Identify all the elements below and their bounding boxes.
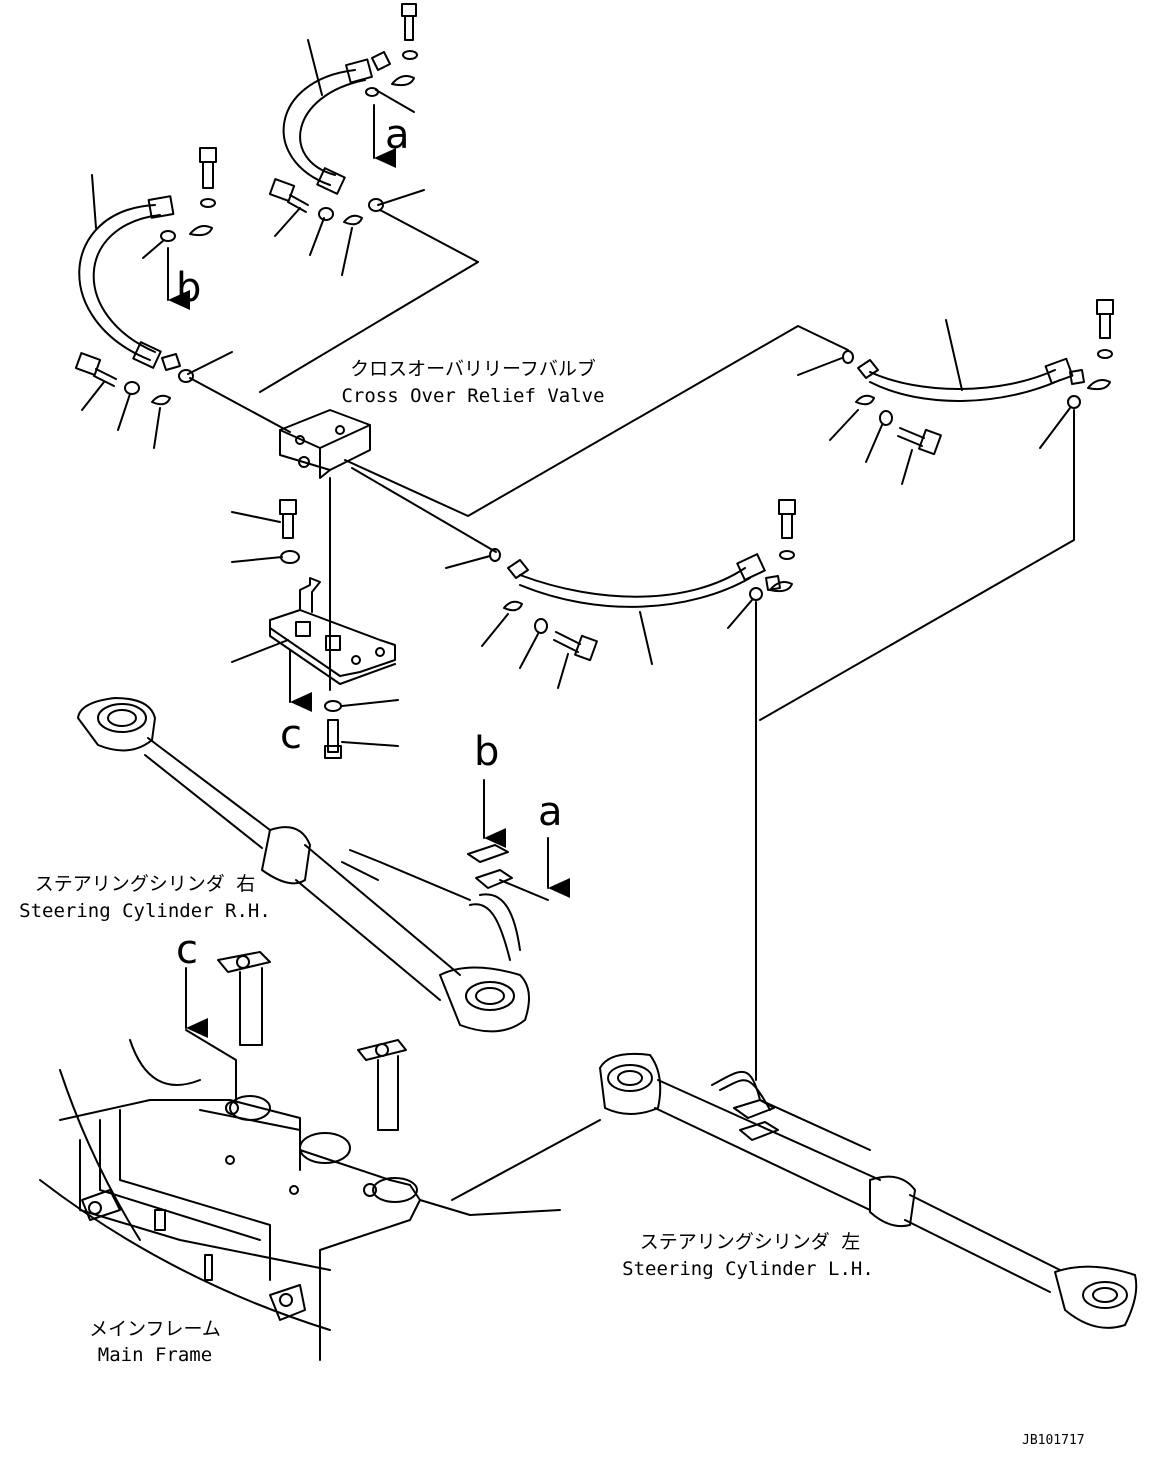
cylinder-lh-label-jp: ステアリングシリンダ 左 — [639, 1231, 861, 1253]
bracket-bolt-top — [279, 499, 300, 564]
leader-rl2 — [639, 611, 653, 665]
leader-rl3 — [727, 599, 753, 629]
line-ru-down — [759, 409, 1075, 721]
line-valve-right — [344, 325, 849, 517]
ref-letter-c-top: c — [280, 712, 302, 758]
cylinder-rh-label-jp: ステアリングシリンダ 右 — [34, 873, 256, 895]
relief-valve-label-en: Cross Over Relief Valve — [341, 385, 605, 407]
line-valve-a — [259, 209, 479, 393]
hose-right-lower — [507, 553, 781, 608]
bolt-top-a — [391, 3, 418, 87]
pin-right — [357, 1039, 407, 1131]
bolt-right-upper — [1087, 299, 1114, 391]
bolt-right-lower — [769, 499, 796, 593]
bolt-set-ru — [855, 394, 942, 456]
pin-c-left — [217, 951, 271, 1046]
leader-b2 — [142, 239, 165, 259]
ref-letter-a-bottom: a — [538, 789, 563, 835]
main-frame-label-en: Main Frame — [97, 1344, 213, 1366]
port-lh — [733, 1099, 779, 1141]
o-ring-a2 — [368, 198, 384, 212]
o-ring-b2 — [178, 369, 194, 383]
bracket-bolt-bottom — [324, 700, 342, 759]
leader-b1 — [91, 174, 97, 229]
leaders-ru-bolts — [829, 409, 913, 485]
hose-right-upper — [857, 357, 1085, 402]
leader-c2 — [231, 556, 283, 563]
ref-letter-b-bottom: b — [474, 729, 500, 775]
leader-c3 — [231, 639, 289, 663]
leader-ru2 — [945, 319, 963, 391]
leader-ru1 — [797, 357, 843, 376]
leaders-rl-bolts — [481, 613, 569, 689]
leader-rl1 — [445, 555, 491, 569]
bolt-set-b — [74, 352, 171, 406]
o-ring-rl2 — [749, 587, 763, 601]
leader-a1 — [307, 39, 323, 96]
leaders-a-bolts — [274, 207, 353, 276]
leader-b3 — [187, 351, 233, 375]
leader-c4 — [341, 699, 399, 707]
relief-valve-label-jp: クロスオーバリリーフバルブ — [350, 358, 596, 380]
steering-cylinder-lh — [599, 1052, 1138, 1329]
relief-valve-block — [279, 409, 371, 479]
steering-cylinder-rh — [77, 697, 530, 1033]
hose-left-b — [78, 195, 181, 371]
drawing-code: JB101717 — [1022, 1433, 1085, 1448]
o-ring-ru2 — [1067, 395, 1081, 409]
bolt-set-a — [268, 178, 363, 226]
leader-ru3 — [1039, 407, 1071, 449]
leader-a2 — [375, 89, 415, 113]
leader-a3 — [377, 189, 425, 206]
line-lh-frame — [451, 1119, 601, 1201]
main-frame — [39, 1039, 561, 1361]
ref-letter-a-top: a — [385, 112, 410, 158]
leader-c5 — [341, 741, 399, 747]
o-ring-ru1 — [842, 350, 854, 364]
ref-letter-b-top: b — [176, 265, 202, 311]
o-ring-b1 — [160, 230, 176, 242]
bolt-left-b — [189, 147, 217, 237]
main-frame-label-jp: メインフレーム — [89, 1318, 221, 1340]
line-a-bottom — [499, 879, 549, 901]
bolt-set-rl — [503, 600, 598, 662]
line-valve-lower — [351, 467, 497, 553]
leaders-b-bolts — [81, 381, 161, 449]
line-c-bottom — [185, 1029, 237, 1101]
hose-top-a — [282, 51, 391, 195]
bracket-plate — [269, 577, 396, 685]
cylinder-lh-label-en: Steering Cylinder L.H. — [622, 1258, 874, 1280]
line-valve-b — [189, 377, 291, 433]
ref-letter-c-bottom: c — [176, 927, 198, 973]
leader-c1 — [231, 511, 281, 523]
cylinder-rh-label-en: Steering Cylinder R.H. — [19, 900, 271, 922]
port-rh — [467, 844, 513, 889]
